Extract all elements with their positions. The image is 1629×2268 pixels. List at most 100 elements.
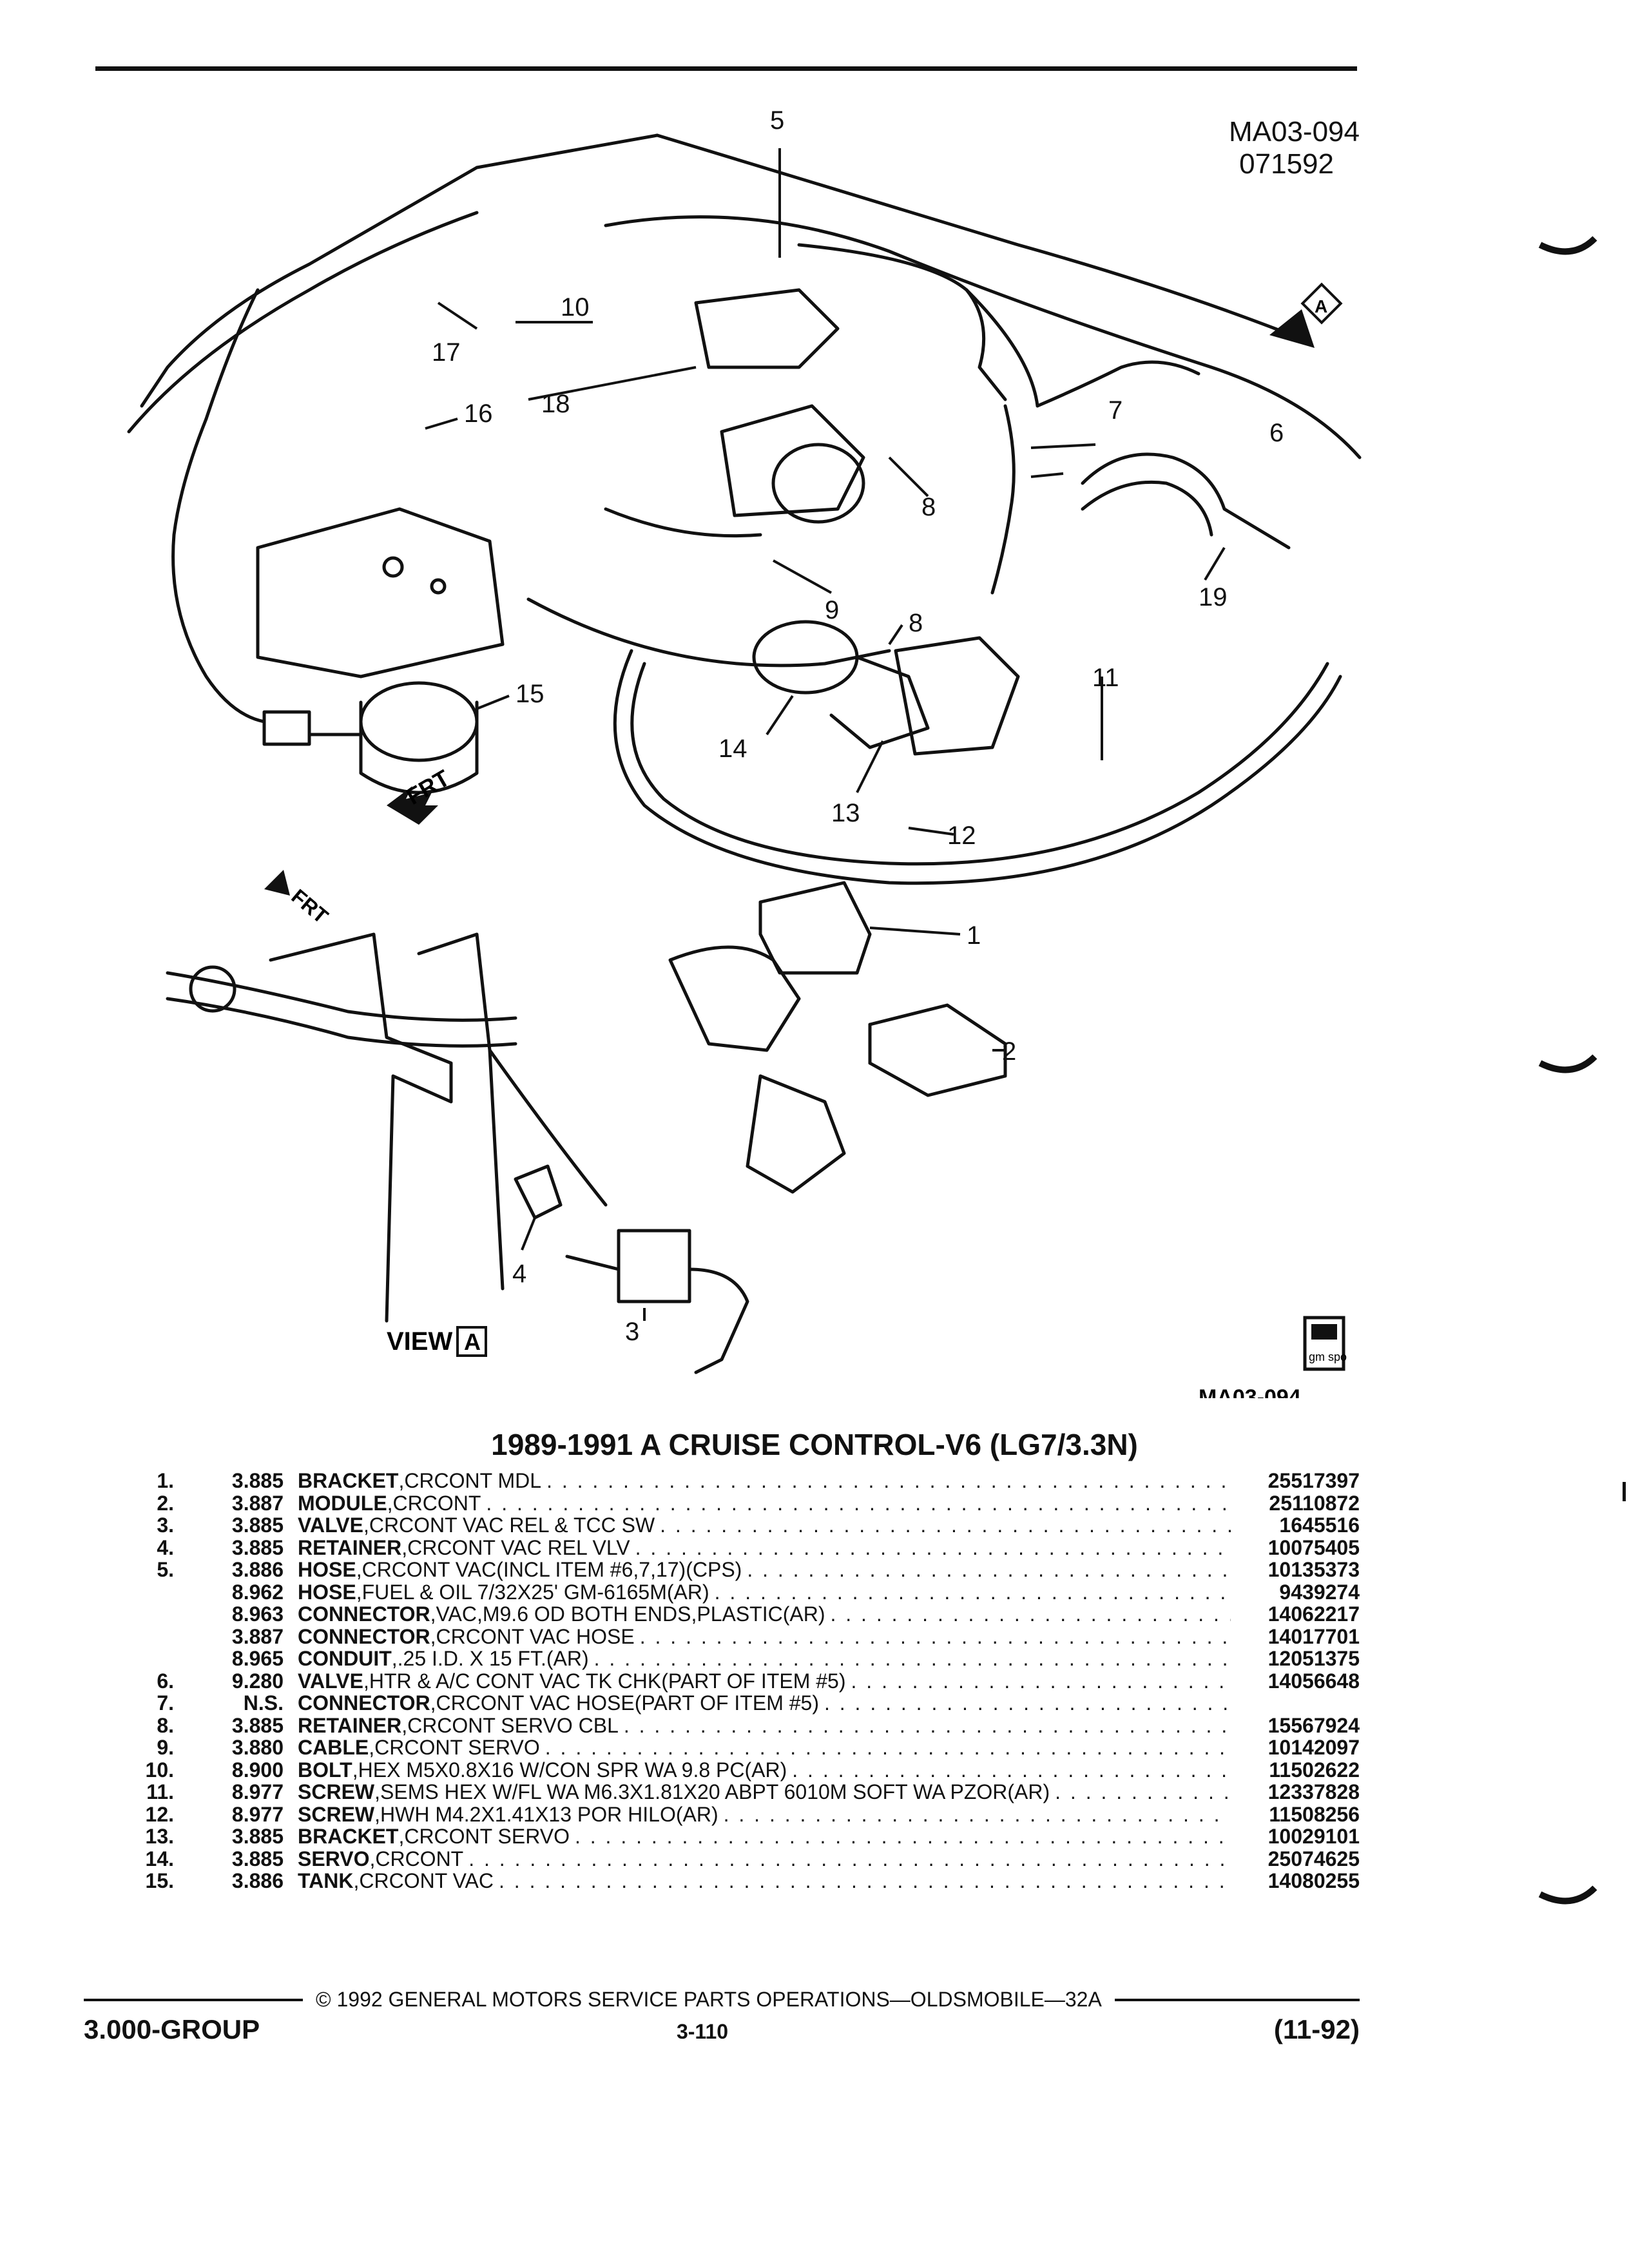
part-detail: ,HTR & A/C CONT VAC TK CHK(PART OF ITEM … bbox=[363, 1669, 846, 1693]
part-description: CONNECTOR,CRCONT VAC HOSE bbox=[298, 1625, 1231, 1649]
part-catalog-number: N.S. bbox=[243, 1691, 284, 1715]
gm-spo-logo: gm spo bbox=[1303, 1316, 1347, 1371]
part-detail: ,CRCONT SERVO bbox=[369, 1736, 540, 1759]
callout-19: 19 bbox=[1199, 583, 1228, 611]
part-index: 5. bbox=[157, 1558, 174, 1581]
callout-14: 14 bbox=[718, 735, 747, 763]
part-name: HOSE bbox=[298, 1558, 356, 1581]
parts-row: 7.N.S.CONNECTOR,CRCONT VAC HOSE(PART OF … bbox=[97, 1691, 1360, 1715]
leader-dots bbox=[724, 1803, 1231, 1827]
part-index: 14. bbox=[145, 1847, 174, 1870]
footer-rule-right bbox=[1114, 1998, 1360, 2001]
part-catalog-number: 3.885 bbox=[231, 1847, 284, 1870]
part-number: 14017701 bbox=[1268, 1624, 1360, 1648]
part-detail: ,CRCONT SERVO CBL bbox=[401, 1713, 619, 1737]
part-number: 10075405 bbox=[1268, 1535, 1360, 1559]
leader-dots bbox=[545, 1736, 1231, 1760]
part-catalog-number: 3.887 bbox=[231, 1491, 284, 1515]
frt-arrow-bottom: FRT bbox=[264, 870, 333, 928]
part-name: TANK bbox=[298, 1869, 354, 1892]
part-name: SERVO bbox=[298, 1847, 370, 1870]
part-catalog-number: 8.965 bbox=[231, 1647, 284, 1670]
leader-dots bbox=[715, 1581, 1231, 1604]
callout-8: 8 bbox=[921, 493, 936, 521]
part-number: 15567924 bbox=[1268, 1713, 1360, 1737]
part-index: 4. bbox=[157, 1535, 174, 1559]
part-index: 1. bbox=[157, 1469, 174, 1492]
part-catalog-number: 3.885 bbox=[231, 1535, 284, 1559]
leader-dots bbox=[635, 1536, 1231, 1560]
svg-text:gm spo: gm spo bbox=[1309, 1350, 1347, 1363]
part-index: 8. bbox=[157, 1713, 174, 1737]
parts-row: 5. 3.886 HOSE,CRCONT VAC(INCL ITEM #6,7,17… bbox=[97, 1558, 1360, 1581]
callout-7: 7 bbox=[1108, 396, 1123, 425]
part-number: 25074625 bbox=[1268, 1847, 1360, 1870]
part-index: 2. bbox=[157, 1491, 174, 1515]
part-number: 14062217 bbox=[1268, 1602, 1360, 1626]
part-detail: ,CRCONT VAC REL & TCC SW bbox=[363, 1514, 655, 1537]
part-index: 12. bbox=[145, 1802, 174, 1826]
part-detail: ,CRCONT VAC HOSE bbox=[430, 1624, 635, 1648]
svg-text:A: A bbox=[1315, 296, 1327, 316]
part-name: BRACKET bbox=[298, 1825, 399, 1848]
part-description: CONNECTOR,CRCONT VAC HOSE(PART OF ITEM #… bbox=[298, 1691, 1231, 1715]
part-name: CONNECTOR bbox=[298, 1624, 430, 1648]
leader-dots bbox=[499, 1869, 1231, 1893]
part-name: BOLT bbox=[298, 1758, 352, 1782]
part-number: 10142097 bbox=[1268, 1736, 1360, 1759]
part-description: TANK,CRCONT VAC bbox=[298, 1869, 1231, 1893]
part-number: 12051375 bbox=[1268, 1647, 1360, 1670]
part-detail: ,FUEL & OIL 7/32X25' GM-6165M(AR) bbox=[356, 1580, 709, 1604]
part-catalog-number: 8.963 bbox=[231, 1602, 284, 1626]
callout-6: 6 bbox=[1269, 419, 1284, 447]
callout-4: 4 bbox=[512, 1260, 526, 1288]
callout-5: 5 bbox=[770, 106, 784, 135]
part-number: 11502622 bbox=[1269, 1758, 1360, 1782]
part-catalog-number: 3.886 bbox=[231, 1558, 284, 1581]
part-number: 12337828 bbox=[1268, 1780, 1360, 1803]
part-detail: ,CRCONT VAC bbox=[353, 1869, 494, 1892]
callout-18: 18 bbox=[541, 390, 570, 418]
callout-11: 11 bbox=[1092, 664, 1119, 692]
part-number: 14080255 bbox=[1268, 1869, 1360, 1892]
leader-dots bbox=[830, 1602, 1231, 1626]
leader-dots bbox=[1055, 1780, 1231, 1804]
parts-row: 3.887 CONNECTOR,CRCONT VAC HOSE 14017701 bbox=[97, 1625, 1360, 1648]
part-detail: ,CRCONT VAC(INCL ITEM #6,7,17)(CPS) bbox=[356, 1558, 742, 1581]
footer-rule-left bbox=[84, 1998, 303, 2001]
part-number: 11508256 bbox=[1269, 1802, 1360, 1826]
leader-dots bbox=[468, 1847, 1231, 1871]
callout-15: 15 bbox=[516, 680, 545, 708]
leader-dots bbox=[640, 1625, 1231, 1649]
part-description: SERVO,CRCONT bbox=[298, 1847, 1231, 1871]
part-index: 10. bbox=[145, 1758, 174, 1782]
footer-date: (11-92) bbox=[1273, 2014, 1360, 2044]
part-name: MODULE bbox=[298, 1491, 387, 1515]
part-catalog-number: 3.887 bbox=[231, 1624, 284, 1648]
footer-copyright: © 1992 GENERAL MOTORS SERVICE PARTS OPER… bbox=[316, 1988, 1102, 2011]
part-description: SCREW,SEMS HEX W/FL WA M6.3X1.81X20 ABPT… bbox=[298, 1780, 1231, 1804]
part-name: HOSE bbox=[298, 1580, 356, 1604]
part-number: 9439274 bbox=[1279, 1580, 1360, 1604]
part-description: VALVE,HTR & A/C CONT VAC TK CHK(PART OF … bbox=[298, 1669, 1231, 1693]
footer: © 1992 GENERAL MOTORS SERVICE PARTS OPER… bbox=[84, 1988, 1360, 2045]
part-catalog-number: 8.977 bbox=[231, 1780, 284, 1803]
part-description: RETAINER,CRCONT VAC REL VLV bbox=[298, 1536, 1231, 1560]
part-number: 10135373 bbox=[1268, 1558, 1360, 1581]
part-catalog-number: 3.886 bbox=[231, 1869, 284, 1892]
part-name: CONNECTOR bbox=[298, 1691, 430, 1715]
view-a-arrow: A bbox=[1269, 282, 1343, 348]
part-description: SCREW,HWH M4.2X1.41X13 POR HILO(AR) bbox=[298, 1803, 1231, 1827]
part-name: SCREW bbox=[298, 1802, 375, 1826]
diagram-date-code: 071592 bbox=[1239, 148, 1334, 180]
parts-row: 4. 3.885 RETAINER,CRCONT VAC REL VLV 100754… bbox=[97, 1536, 1360, 1559]
part-catalog-number: 3.885 bbox=[231, 1514, 284, 1537]
callout-16: 16 bbox=[464, 399, 493, 428]
